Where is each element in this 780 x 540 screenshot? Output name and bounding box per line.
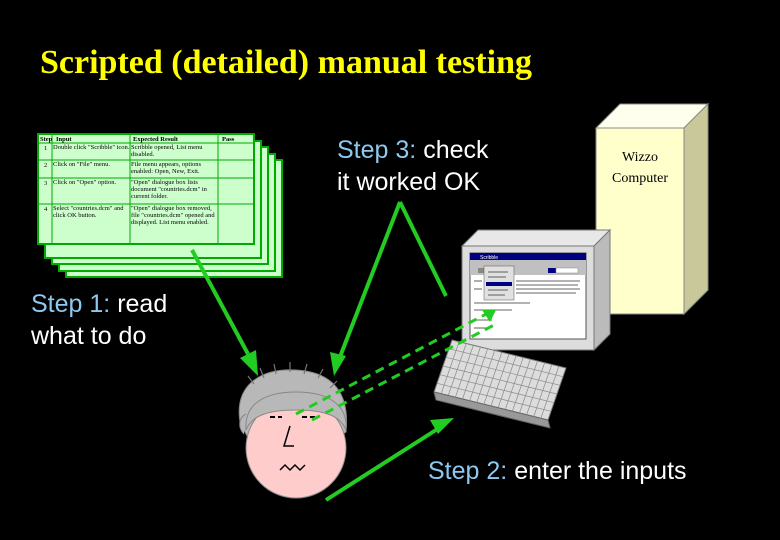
step2-text: enter the inputs — [514, 457, 687, 485]
step1-text1: read — [117, 290, 168, 318]
keyboard-row-line — [442, 365, 558, 395]
header-step: Step — [40, 136, 53, 143]
arrow-step1 — [190, 249, 250, 355]
keyboard-row-line — [448, 348, 564, 378]
app-titlebar — [470, 253, 586, 260]
test-script-stack: Step Input Expected Result Pass 1 2 3 4 … — [37, 133, 283, 278]
computer-tower: Wizzo Computer — [594, 102, 710, 316]
arrows — [190, 201, 497, 502]
row-4-expected: "Open" dialogue box removed, file "count… — [131, 205, 215, 226]
arrow-step2 — [324, 428, 438, 502]
step2-label: Step 2: — [428, 457, 508, 485]
row-4-input: Select "countries.dcm" and click OK butt… — [53, 205, 124, 219]
sight-line-upper — [295, 310, 491, 416]
step1-text2: what to do — [31, 322, 147, 350]
sheet-front: Step Input Expected Result Pass 1 2 3 4 … — [37, 133, 255, 245]
monitor: Scribble — [460, 228, 612, 352]
keyboard-row-line — [436, 382, 552, 412]
row-3-expected: "Open" dialogue box lists document "coun… — [131, 179, 207, 200]
step1-caption: Step 1: read what to do — [31, 288, 231, 352]
arrow-step3-left — [336, 201, 402, 363]
header-pass: Pass — [222, 136, 235, 143]
sight-line-lower — [311, 322, 497, 422]
keyboard-row-line — [439, 374, 555, 404]
header-input: Input — [56, 136, 72, 143]
tester-face — [238, 362, 348, 499]
slide-title: Scripted (detailed) manual testing — [40, 44, 533, 81]
app-toolbar — [470, 266, 586, 275]
row-4-step: 4 — [44, 206, 48, 213]
computer-label-line2: Computer — [612, 171, 668, 186]
row-2-step: 2 — [44, 162, 47, 169]
step3-text1: check — [423, 136, 489, 164]
step3-caption: Step 3: check it worked OK — [337, 134, 537, 198]
arrow-step3-right — [398, 201, 448, 297]
nose — [282, 425, 294, 447]
mouth — [279, 463, 306, 472]
header-expected: Expected Result — [133, 136, 179, 143]
row-1-input: Double click "Scribble" icon. — [53, 144, 130, 151]
row-1-step: 1 — [44, 145, 47, 152]
row-2-input: Click on "File" menu. — [53, 161, 110, 168]
step3-label: Step 3: — [337, 136, 417, 164]
step1-label: Step 1: — [31, 290, 111, 318]
keyboard — [433, 339, 567, 429]
row-3-step: 3 — [44, 180, 47, 187]
row-1-expected: Scribble opened, List menu disabled. — [131, 144, 203, 158]
step3-text2: it worked OK — [337, 168, 481, 196]
row-3-input: Click on "Open" option. — [53, 179, 117, 186]
keyboard-row-line — [445, 356, 561, 386]
computer-label-line1: Wizzo — [622, 150, 658, 165]
row-2-expected: File menu appears, options enabled: Open… — [131, 161, 202, 175]
app-title: Scribble — [480, 255, 498, 261]
step2-caption: Step 2: enter the inputs — [428, 455, 768, 487]
